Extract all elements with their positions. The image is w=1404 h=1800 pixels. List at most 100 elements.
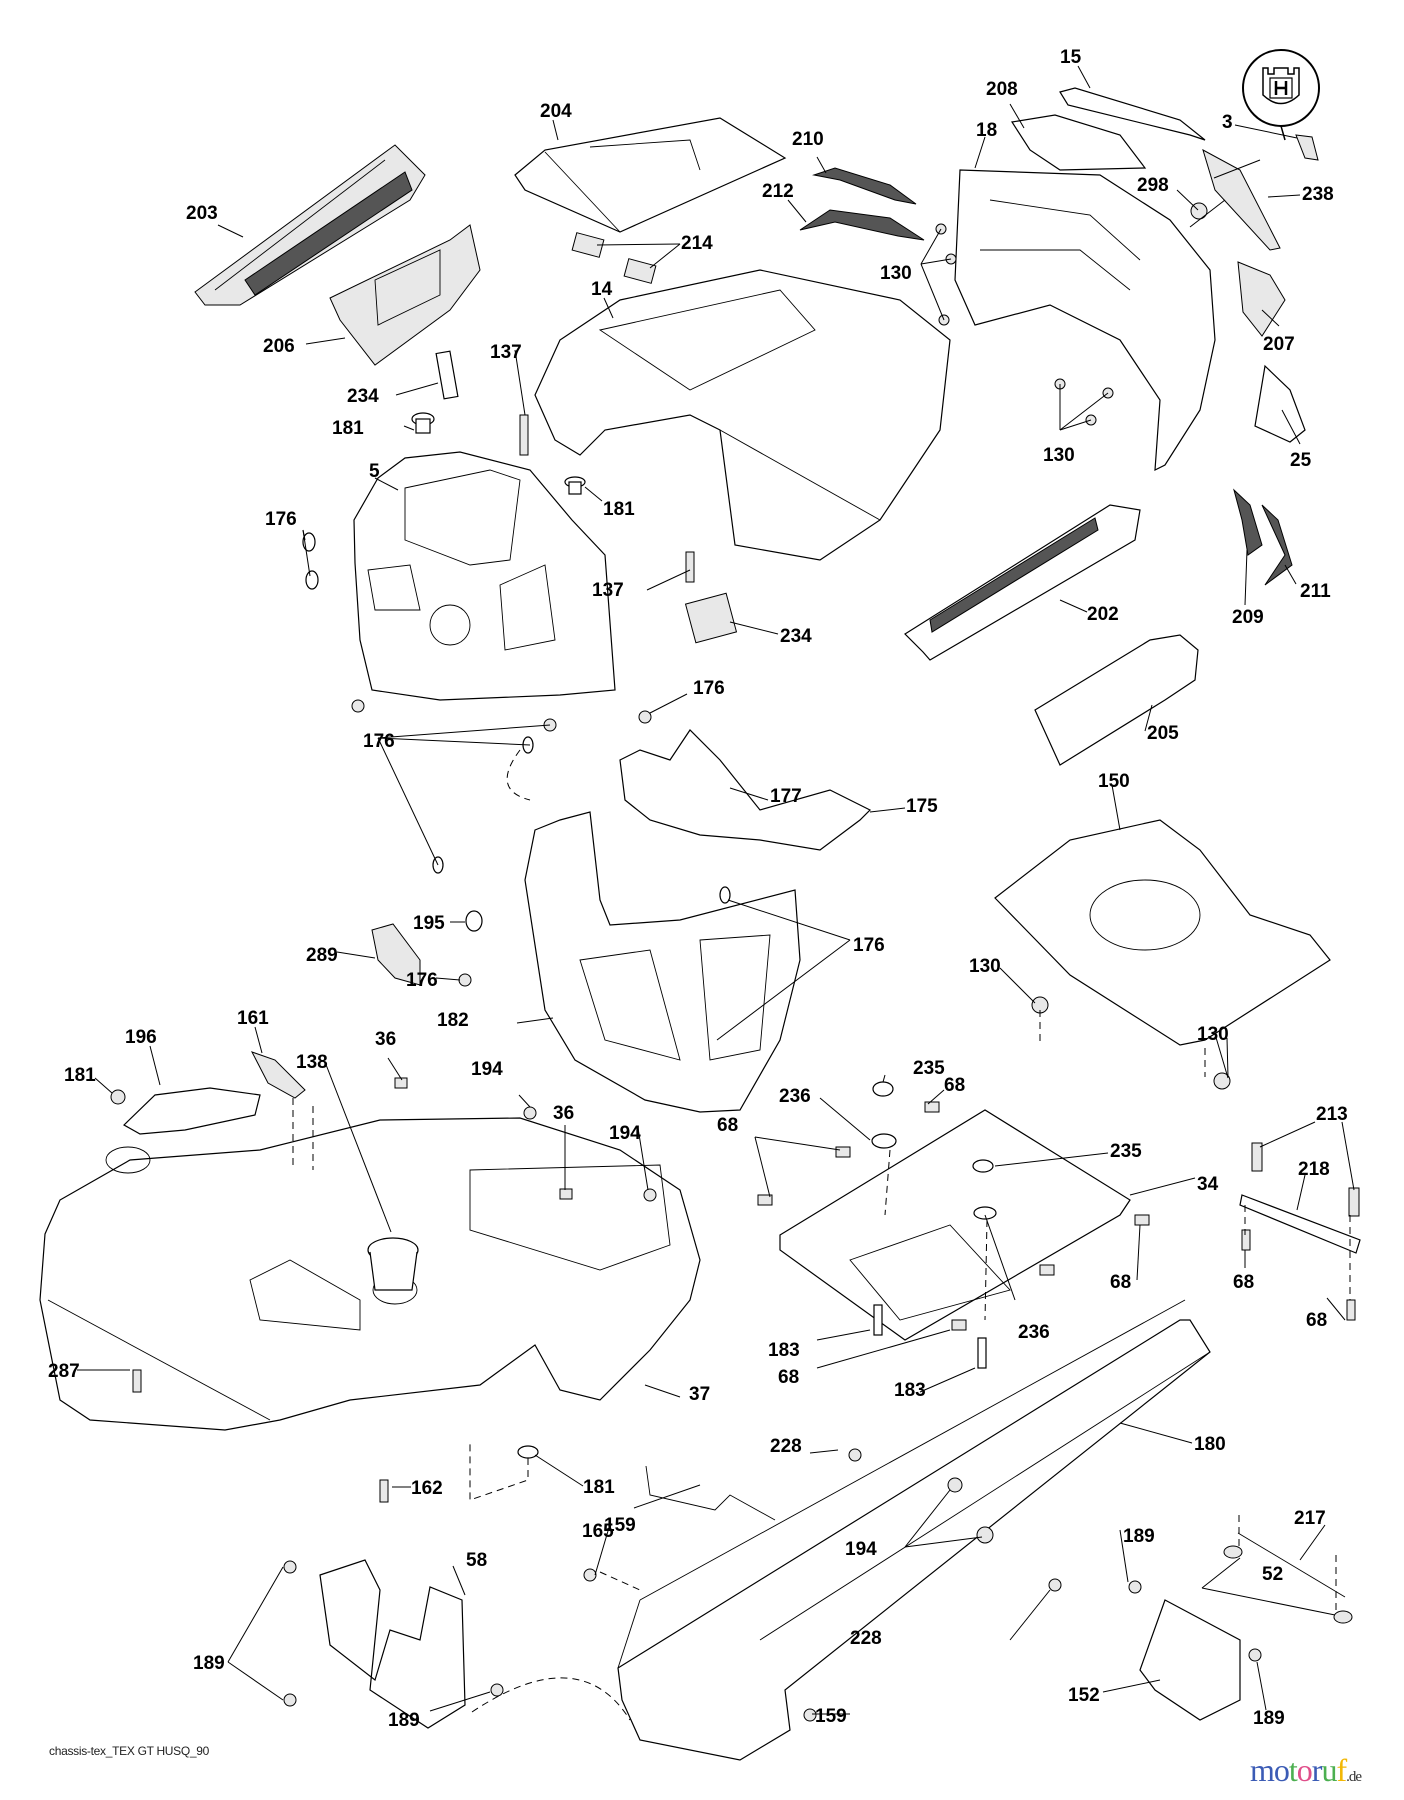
part-label[interactable]: 181 xyxy=(583,1477,615,1498)
part-label[interactable]: 209 xyxy=(1232,607,1264,628)
part-label[interactable]: 162 xyxy=(411,1478,443,1499)
part-label[interactable]: 195 xyxy=(413,913,445,934)
part-label[interactable]: 234 xyxy=(780,626,812,647)
part-label[interactable]: 68 xyxy=(717,1115,738,1136)
part-label[interactable]: 238 xyxy=(1302,184,1334,205)
part-label[interactable]: 208 xyxy=(986,79,1018,100)
part-label[interactable]: 161 xyxy=(237,1008,269,1029)
part-label[interactable]: 159 xyxy=(604,1515,636,1536)
part-label[interactable]: 15 xyxy=(1060,47,1082,68)
part-label[interactable]: 228 xyxy=(770,1436,802,1457)
part-label[interactable]: 213 xyxy=(1316,1104,1348,1125)
watermark-letter: f xyxy=(1336,1752,1347,1788)
part-label[interactable]: 176 xyxy=(363,731,395,752)
part-label[interactable]: 130 xyxy=(1043,445,1075,466)
part-203-front-grille-bar xyxy=(194,144,426,306)
part-label[interactable]: 235 xyxy=(913,1058,945,1079)
part-label[interactable]: 159 xyxy=(815,1706,847,1727)
part-label[interactable]: 68 xyxy=(1233,1272,1254,1293)
part-label[interactable]: 180 xyxy=(1194,1434,1226,1455)
part-label[interactable]: 137 xyxy=(490,342,522,363)
part-label[interactable]: 36 xyxy=(375,1029,396,1050)
part-label[interactable]: 152 xyxy=(1068,1685,1100,1706)
part-label[interactable]: 37 xyxy=(689,1384,710,1405)
part-label[interactable]: 181 xyxy=(603,499,635,520)
part-label[interactable]: 36 xyxy=(553,1103,574,1124)
part-label[interactable]: 194 xyxy=(609,1123,641,1144)
part-label[interactable]: 176 xyxy=(406,970,438,991)
part-130-screws-lower xyxy=(1031,996,1231,1090)
part-212-side-grille xyxy=(799,209,925,241)
part-label[interactable]: 165 xyxy=(582,1521,614,1542)
part-label[interactable]: 287 xyxy=(48,1361,80,1382)
part-label[interactable]: 14 xyxy=(591,279,613,300)
part-label[interactable]: 206 xyxy=(263,336,295,357)
part-label[interactable]: 189 xyxy=(388,1710,420,1731)
part-label[interactable]: 235 xyxy=(1110,1141,1142,1162)
part-205-front-panel xyxy=(1034,634,1199,766)
part-label[interactable]: 212 xyxy=(762,181,794,202)
part-label[interactable]: 236 xyxy=(779,1086,811,1107)
part-label[interactable]: 68 xyxy=(944,1075,965,1096)
part-label[interactable]: 196 xyxy=(125,1027,157,1048)
part-175-steering-bracket xyxy=(619,729,872,851)
part-206-panel-bracket xyxy=(329,224,481,366)
part-label[interactable]: 130 xyxy=(1197,1024,1229,1045)
part-label[interactable]: 130 xyxy=(880,263,912,284)
part-label[interactable]: 150 xyxy=(1098,771,1130,792)
part-label[interactable]: 210 xyxy=(792,129,824,150)
part-196-rear-trim xyxy=(123,1087,261,1135)
part-spacers-bolts xyxy=(757,1081,1150,1369)
part-label[interactable]: 5 xyxy=(369,461,380,482)
part-label[interactable]: 58 xyxy=(466,1550,487,1571)
part-label[interactable]: 236 xyxy=(1018,1322,1050,1343)
part-label[interactable]: 194 xyxy=(845,1539,877,1560)
part-label[interactable]: 130 xyxy=(969,956,1001,977)
part-label[interactable]: 34 xyxy=(1197,1174,1219,1195)
part-label[interactable]: 183 xyxy=(894,1380,926,1401)
part-label[interactable]: 18 xyxy=(976,120,997,141)
watermark-letter: r xyxy=(1311,1752,1323,1788)
part-34-mount-plate xyxy=(779,1109,1131,1341)
part-label[interactable]: 68 xyxy=(778,1367,799,1388)
part-204-hood-lid xyxy=(514,117,787,233)
part-label[interactable]: 203 xyxy=(186,203,218,224)
part-label[interactable]: 68 xyxy=(1306,1310,1327,1331)
part-label[interactable]: 175 xyxy=(906,796,938,817)
watermark-letter: t xyxy=(1288,1752,1298,1788)
part-label[interactable]: 176 xyxy=(853,935,885,956)
part-label[interactable]: 68 xyxy=(1110,1272,1131,1293)
part-label[interactable]: 228 xyxy=(850,1628,882,1649)
part-label[interactable]: 189 xyxy=(1253,1708,1285,1729)
part-label[interactable]: 25 xyxy=(1290,450,1312,471)
part-label[interactable]: 217 xyxy=(1294,1508,1326,1529)
part-label[interactable]: 289 xyxy=(306,945,338,966)
part-label[interactable]: 207 xyxy=(1263,334,1295,355)
part-label[interactable]: 298 xyxy=(1137,175,1169,196)
part-label[interactable]: 205 xyxy=(1147,723,1179,744)
part-label[interactable]: 202 xyxy=(1087,604,1119,625)
part-label[interactable]: 214 xyxy=(681,233,713,254)
part-label[interactable]: 3 xyxy=(1222,112,1233,133)
part-label[interactable]: 176 xyxy=(693,678,725,699)
part-label[interactable]: 177 xyxy=(770,786,802,807)
part-label[interactable]: 189 xyxy=(193,1653,225,1674)
part-label[interactable]: 52 xyxy=(1262,1564,1283,1585)
part-202-front-grille xyxy=(904,504,1141,661)
part-label[interactable]: 182 xyxy=(437,1010,469,1031)
part-137-foam-strip-lower xyxy=(685,551,695,583)
part-label[interactable]: 181 xyxy=(332,418,364,439)
part-label[interactable]: 211 xyxy=(1300,581,1331,602)
part-label[interactable]: 218 xyxy=(1298,1159,1330,1180)
part-label[interactable]: 181 xyxy=(64,1065,96,1086)
part-label[interactable]: 194 xyxy=(471,1059,503,1080)
part-label[interactable]: 176 xyxy=(265,509,297,530)
part-label[interactable]: 234 xyxy=(347,386,379,407)
part-15-trim-strip xyxy=(1059,87,1206,141)
part-label[interactable]: 189 xyxy=(1123,1526,1155,1547)
part-208-dash-top xyxy=(1011,114,1147,171)
part-label[interactable]: 204 xyxy=(540,101,572,122)
part-label[interactable]: 137 xyxy=(592,580,624,601)
part-label[interactable]: 138 xyxy=(296,1052,328,1073)
part-label[interactable]: 183 xyxy=(768,1340,800,1361)
